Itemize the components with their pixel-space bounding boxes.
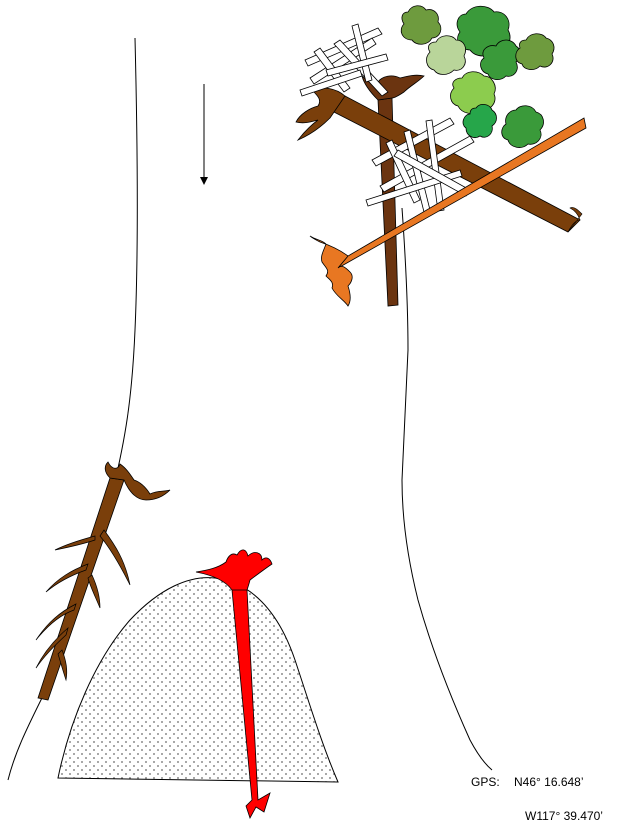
gps-longitude: W117° 39.470’ bbox=[525, 809, 603, 823]
woody-debris-upper bbox=[300, 24, 388, 96]
canopy-cluster-8 bbox=[502, 106, 544, 148]
canopy bbox=[401, 6, 554, 148]
gps-label: GPS: bbox=[471, 775, 500, 789]
canopy-cluster-1 bbox=[401, 6, 441, 45]
canopy-cluster-3 bbox=[427, 36, 466, 75]
canopy-cluster-5 bbox=[516, 34, 554, 70]
gravel-bar bbox=[58, 578, 338, 782]
gps-latitude: N46° 16.648’ bbox=[514, 775, 584, 789]
right-bank-line bbox=[402, 208, 492, 770]
down-arrow-icon bbox=[200, 84, 208, 185]
